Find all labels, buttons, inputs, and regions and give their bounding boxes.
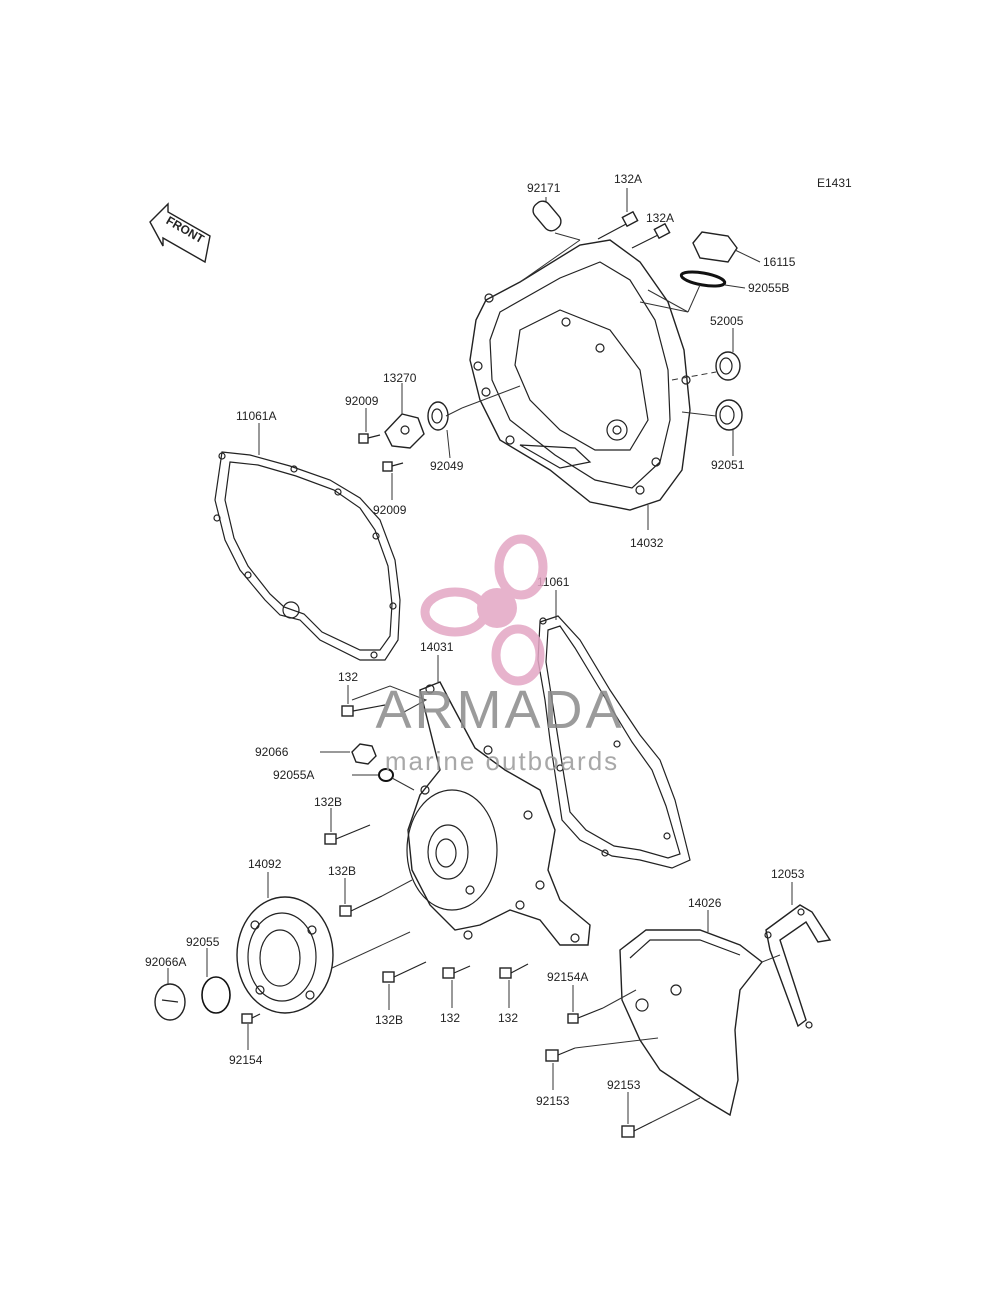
part-92171: 92171 (527, 181, 581, 241)
part-11061-gasket: 11061 (537, 575, 691, 869)
diagram-code: E1431 (817, 176, 852, 190)
label-14092: 14092 (248, 857, 282, 871)
part-92055-o-ring: 92055 (186, 935, 231, 1014)
label-132B-1: 132B (314, 795, 342, 809)
label-92153-2: 92153 (607, 1078, 641, 1092)
part-92154A-bolt: 92154A (547, 970, 637, 1024)
label-92009-2: 92009 (373, 503, 407, 517)
part-14092-cover-plate: 14092 (236, 857, 411, 1014)
part-13270-plate: 13270 (383, 371, 425, 449)
watermark-tagline: marine outboards (385, 746, 619, 776)
part-92009-bolt-2: 92009 (373, 461, 407, 517)
label-132A-1: 132A (614, 172, 642, 186)
part-92154-bolt: 92154 (229, 1013, 263, 1067)
label-92055A: 92055A (273, 768, 314, 782)
label-132B-3: 132B (375, 1013, 403, 1027)
armada-watermark-logo (420, 534, 548, 686)
part-52005-bearing: 52005 (710, 314, 744, 381)
part-132B-bolt-2: 132B (328, 864, 413, 917)
label-14026: 14026 (688, 896, 722, 910)
label-14031: 14031 (420, 640, 454, 654)
part-92055A-o-ring: 92055A (273, 768, 415, 791)
label-92154: 92154 (229, 1053, 263, 1067)
part-132B-bolt-1: 132B (314, 795, 371, 845)
part-92066-plug: 92066 (255, 743, 377, 765)
part-92009-bolt-1: 92009 (345, 394, 381, 444)
part-132B-bolt-3: 132B (375, 961, 427, 1027)
label-92009-1: 92009 (345, 394, 379, 408)
label-92049: 92049 (430, 459, 464, 473)
part-16115-filler-cap: 16115 (692, 231, 796, 269)
label-92066: 92066 (255, 745, 289, 759)
part-11061A-gasket: 11061A (213, 409, 401, 661)
label-92051: 92051 (711, 458, 745, 472)
part-132A-bolt-2: 132A (631, 211, 674, 249)
label-12053: 12053 (771, 867, 805, 881)
label-132-1: 132 (338, 670, 358, 684)
label-92153-1: 92153 (536, 1094, 570, 1108)
label-92154A: 92154A (547, 970, 588, 984)
part-132-bolt-3: 132 (498, 963, 529, 1025)
label-92055B: 92055B (748, 281, 789, 295)
front-arrow-icon: FRONT (149, 202, 211, 264)
label-132B-2: 132B (328, 864, 356, 878)
label-132-2: 132 (440, 1011, 460, 1025)
part-92049-oil-seal: 92049 (427, 401, 464, 473)
label-14032: 14032 (630, 536, 664, 550)
label-16115: 16115 (763, 255, 796, 269)
label-11061A: 11061A (236, 409, 276, 423)
watermark-brand: ARMADA (375, 680, 624, 740)
label-92171: 92171 (527, 181, 561, 195)
label-132A-2: 132A (646, 211, 674, 225)
part-92055B-o-ring: 92055B (679, 270, 789, 295)
label-13270: 13270 (383, 371, 417, 385)
part-92153-bolt-1: 92153 (536, 1037, 659, 1108)
part-14031-generator-cover: 14031 (406, 640, 591, 946)
part-12053-bracket: 12053 (764, 867, 832, 1029)
part-132A-bolt-1: 132A (597, 172, 642, 240)
part-92051-oil-seal: 92051 (711, 399, 745, 472)
part-92153-bolt-2: 92153 (607, 1078, 701, 1138)
part-14026-sprocket-cover: 14026 (619, 896, 781, 1117)
part-132-bolt-2: 132 (440, 965, 471, 1025)
label-132-3: 132 (498, 1011, 518, 1025)
part-14032-clutch-cover: 14032 (461, 239, 717, 550)
part-92066A-cap: 92066A (145, 955, 186, 1021)
label-92055: 92055 (186, 935, 220, 949)
label-92066A: 92066A (145, 955, 186, 969)
part-132-bolt-1: 132 (338, 670, 428, 717)
label-52005: 52005 (710, 314, 744, 328)
